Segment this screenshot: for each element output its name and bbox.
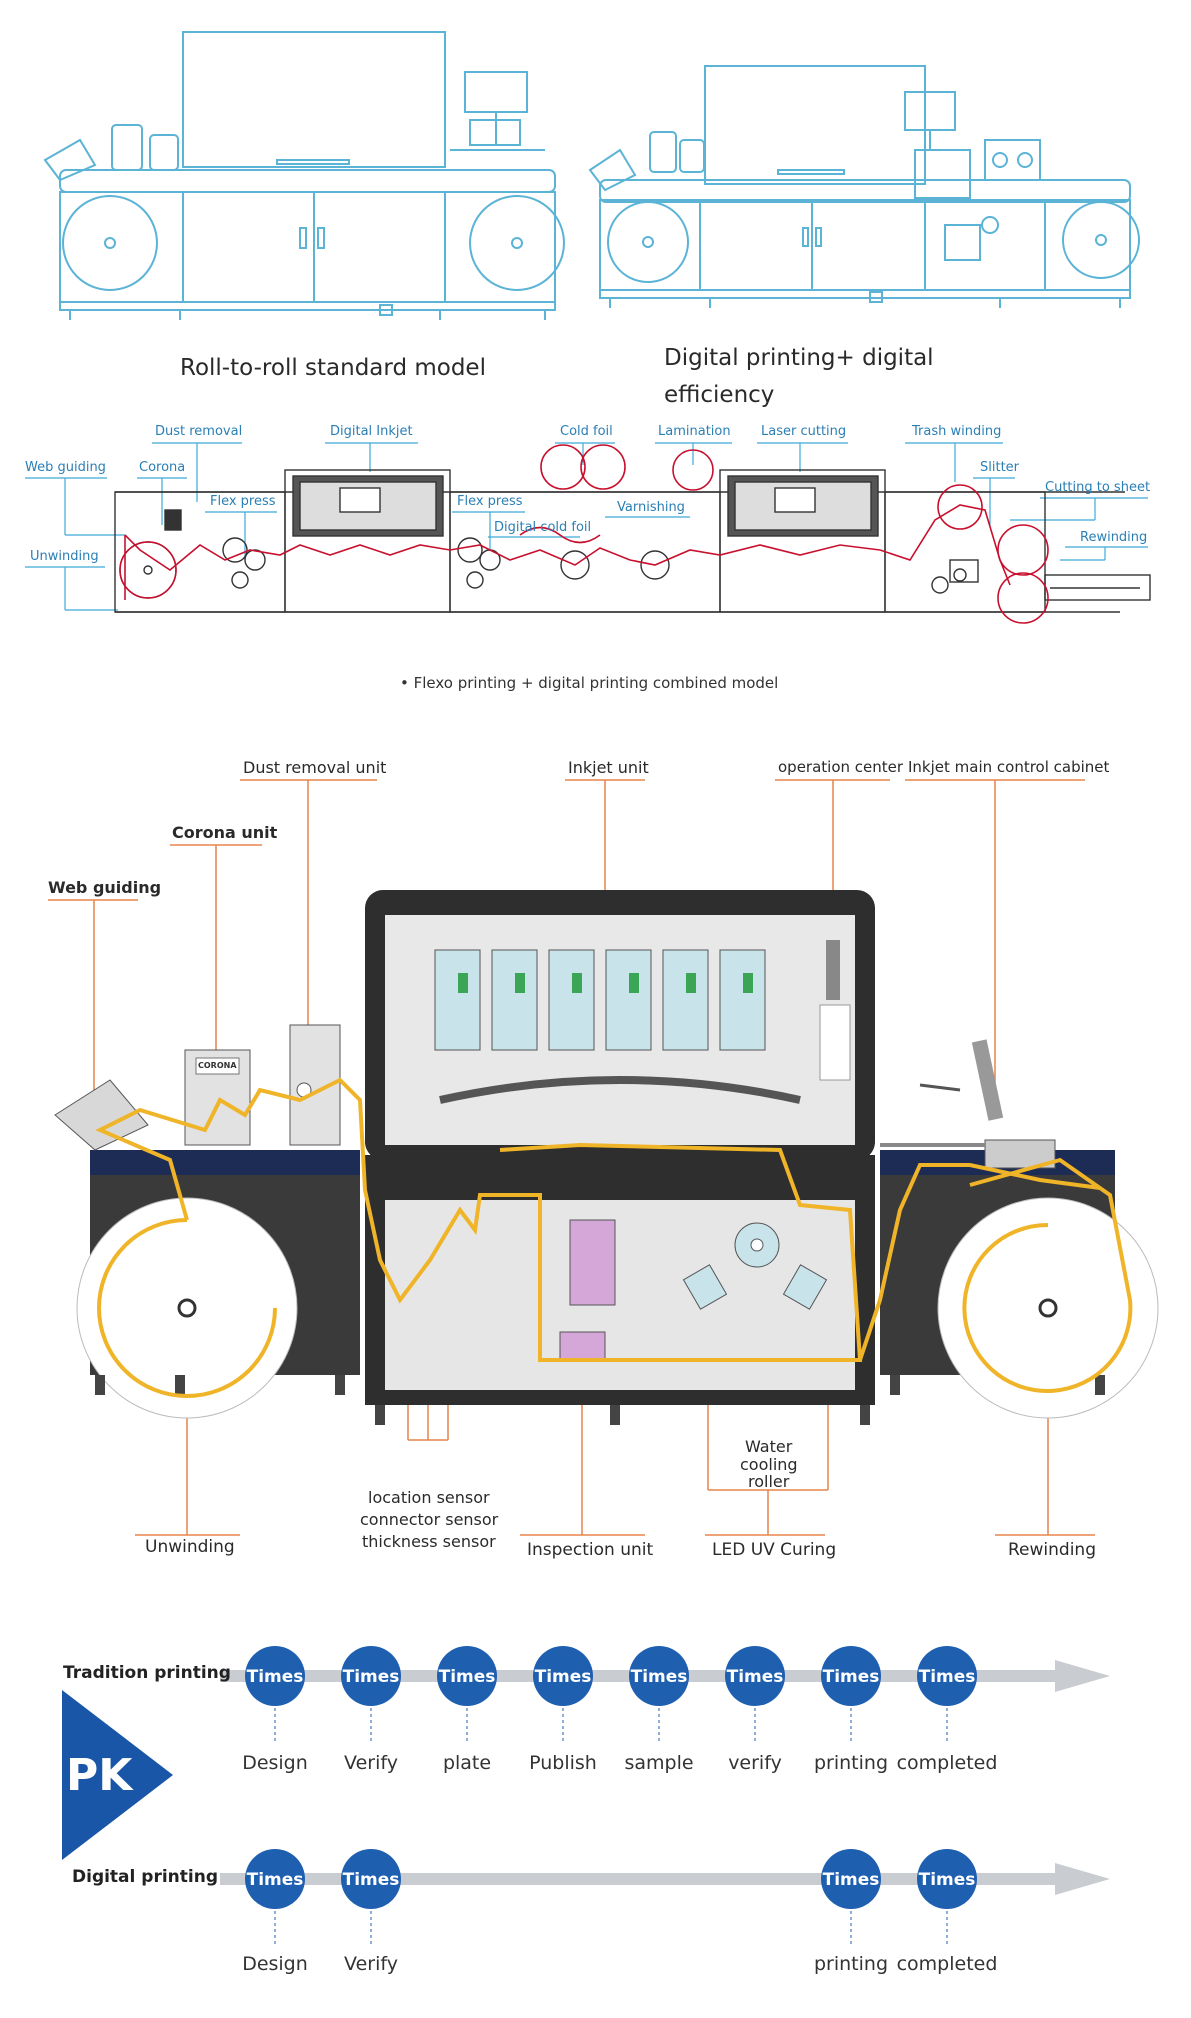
label-flex-press-2: Flex press (457, 494, 523, 509)
tradition-bubble-text-7: Times (823, 1667, 880, 1687)
unit-diagram (48, 779, 1159, 1536)
label-location-sensor: location sensor (368, 1488, 490, 1507)
label-water-cooling-line3: roller (748, 1472, 790, 1491)
unit-diagram-section: Dust removal unit Inkjet unit operation … (0, 740, 1191, 1580)
tradition-bubble-text-4: Times (535, 1667, 592, 1687)
tradition-step-5: sample (624, 1752, 694, 1774)
label-led-uv-curing: LED UV Curing (712, 1540, 837, 1560)
efficiency-model-caption-line1: Digital printing+ digital (664, 345, 934, 371)
combined-model-section: Dust removal Digital Inkjet Cold foil La… (0, 410, 1191, 710)
label-water-cooling-line1: Water (745, 1437, 793, 1456)
pk-badge-text: PK (66, 1750, 133, 1801)
label-unwinding-unit: Unwinding (145, 1537, 235, 1557)
label-corona-unit: Corona unit (172, 823, 278, 842)
digital-bubble-text-2: Times (343, 1870, 400, 1890)
label-rewinding: Rewinding (1080, 530, 1148, 545)
combined-leader-lines (25, 442, 1148, 611)
label-inkjet-unit: Inkjet unit (568, 758, 649, 777)
corona-plate-text: CORONA (198, 1061, 237, 1070)
label-trash-winding: Trash winding (912, 424, 1002, 439)
digital-bubble-1 (245, 1849, 305, 1909)
digital-printing-label: Digital printing (72, 1867, 218, 1887)
tradition-bubble-4 (533, 1646, 593, 1706)
machine-outline-drawings (43, 31, 1140, 320)
label-thickness-sensor: thickness sensor (362, 1532, 496, 1551)
label-flex-press-1: Flex press (210, 494, 276, 509)
label-inkjet-main-control-cabinet: Inkjet main control cabinet (908, 758, 1110, 776)
tradition-printing-label: Tradition printing (63, 1663, 231, 1683)
unit-web-path (95, 1077, 1133, 1398)
efficiency-model-caption-line2: efficiency (664, 382, 775, 408)
label-corona: Corona (139, 460, 186, 475)
label-digital-inkjet: Digital Inkjet (330, 424, 413, 439)
tradition-bubble-text-1: Times (247, 1667, 304, 1687)
tradition-bubble-7 (821, 1646, 881, 1706)
digital-bubble-3 (821, 1849, 881, 1909)
digital-bubble-text-3: Times (823, 1870, 880, 1890)
tradition-step-1: Design (242, 1752, 308, 1774)
unit-machine-body (54, 890, 1159, 1425)
digital-step-4: completed (896, 1953, 998, 1975)
standard-model-caption: Roll-to-roll standard model (180, 355, 486, 381)
label-cold-foil: Cold foil (560, 424, 613, 439)
tradition-step-8: completed (896, 1752, 998, 1774)
tradition-bubble-text-2: Times (343, 1667, 400, 1687)
tradition-step-3: plate (442, 1752, 492, 1774)
tradition-bubble-1 (245, 1646, 305, 1706)
digital-step-3: printing (813, 1953, 889, 1975)
tradition-bubble-text-6: Times (727, 1667, 784, 1687)
label-varnishing: Varnishing (617, 500, 685, 515)
combined-web-path (119, 444, 1049, 624)
label-inspection-unit: Inspection unit (527, 1540, 654, 1560)
tradition-step-6: verify (728, 1752, 782, 1774)
label-dust-removal: Dust removal (155, 424, 243, 439)
label-unwinding: Unwinding (30, 549, 99, 564)
digital-bubble-2 (341, 1849, 401, 1909)
tradition-step-2: Verify (344, 1752, 398, 1774)
tradition-bubble-3 (437, 1646, 497, 1706)
label-digital-cold-foil: Digital cold foil (494, 520, 592, 535)
label-lamination: Lamination (658, 424, 731, 439)
digital-bubble-text-1: Times (247, 1870, 304, 1890)
tradition-bubble-5 (629, 1646, 689, 1706)
digital-bubble-4 (917, 1849, 977, 1909)
tradition-step-7: printing (813, 1752, 889, 1774)
label-cutting-to-sheet: Cutting to sheet (1045, 480, 1151, 495)
label-laser-cutting: Laser cutting (761, 424, 847, 439)
tradition-bubbles: Times Times Times Times Times Times Times Times (245, 1646, 977, 1744)
label-water-cooling-line2: cooling (740, 1455, 798, 1474)
label-web-guiding-unit: Web guiding (48, 878, 162, 897)
combined-machine-body (114, 469, 1151, 613)
label-rewinding-unit: Rewinding (1008, 1540, 1096, 1560)
label-connector-sensor: connector sensor (360, 1510, 499, 1529)
tradition-bubble-text-5: Times (631, 1667, 688, 1687)
label-operation-center: operation center (778, 758, 904, 776)
label-dust-removal-unit: Dust removal unit (243, 758, 387, 777)
tradition-bubble-6 (725, 1646, 785, 1706)
digital-step-2: Verify (344, 1953, 398, 1975)
combined-model-diagram (25, 442, 1151, 624)
standard-model-drawing (43, 31, 565, 320)
digital-step-1: Design (242, 1953, 308, 1975)
combined-model-caption: • Flexo printing + digital printing comb… (400, 674, 779, 692)
tradition-bubble-text-8: Times (919, 1667, 976, 1687)
tradition-bubble-text-3: Times (439, 1667, 496, 1687)
digital-bubbles: Times Times Times Times (245, 1849, 977, 1947)
efficiency-model-drawing (588, 65, 1140, 308)
tradition-bubble-8 (917, 1646, 977, 1706)
label-slitter: Slitter (980, 460, 1020, 475)
pk-badge-triangle (62, 1690, 173, 1860)
tradition-bubble-2 (341, 1646, 401, 1706)
label-web-guiding: Web guiding (25, 460, 106, 475)
digital-bubble-text-4: Times (919, 1870, 976, 1890)
machine-models-section: Roll-to-roll standard model Digital prin… (0, 0, 1191, 410)
tradition-step-4: Publish (529, 1752, 597, 1774)
